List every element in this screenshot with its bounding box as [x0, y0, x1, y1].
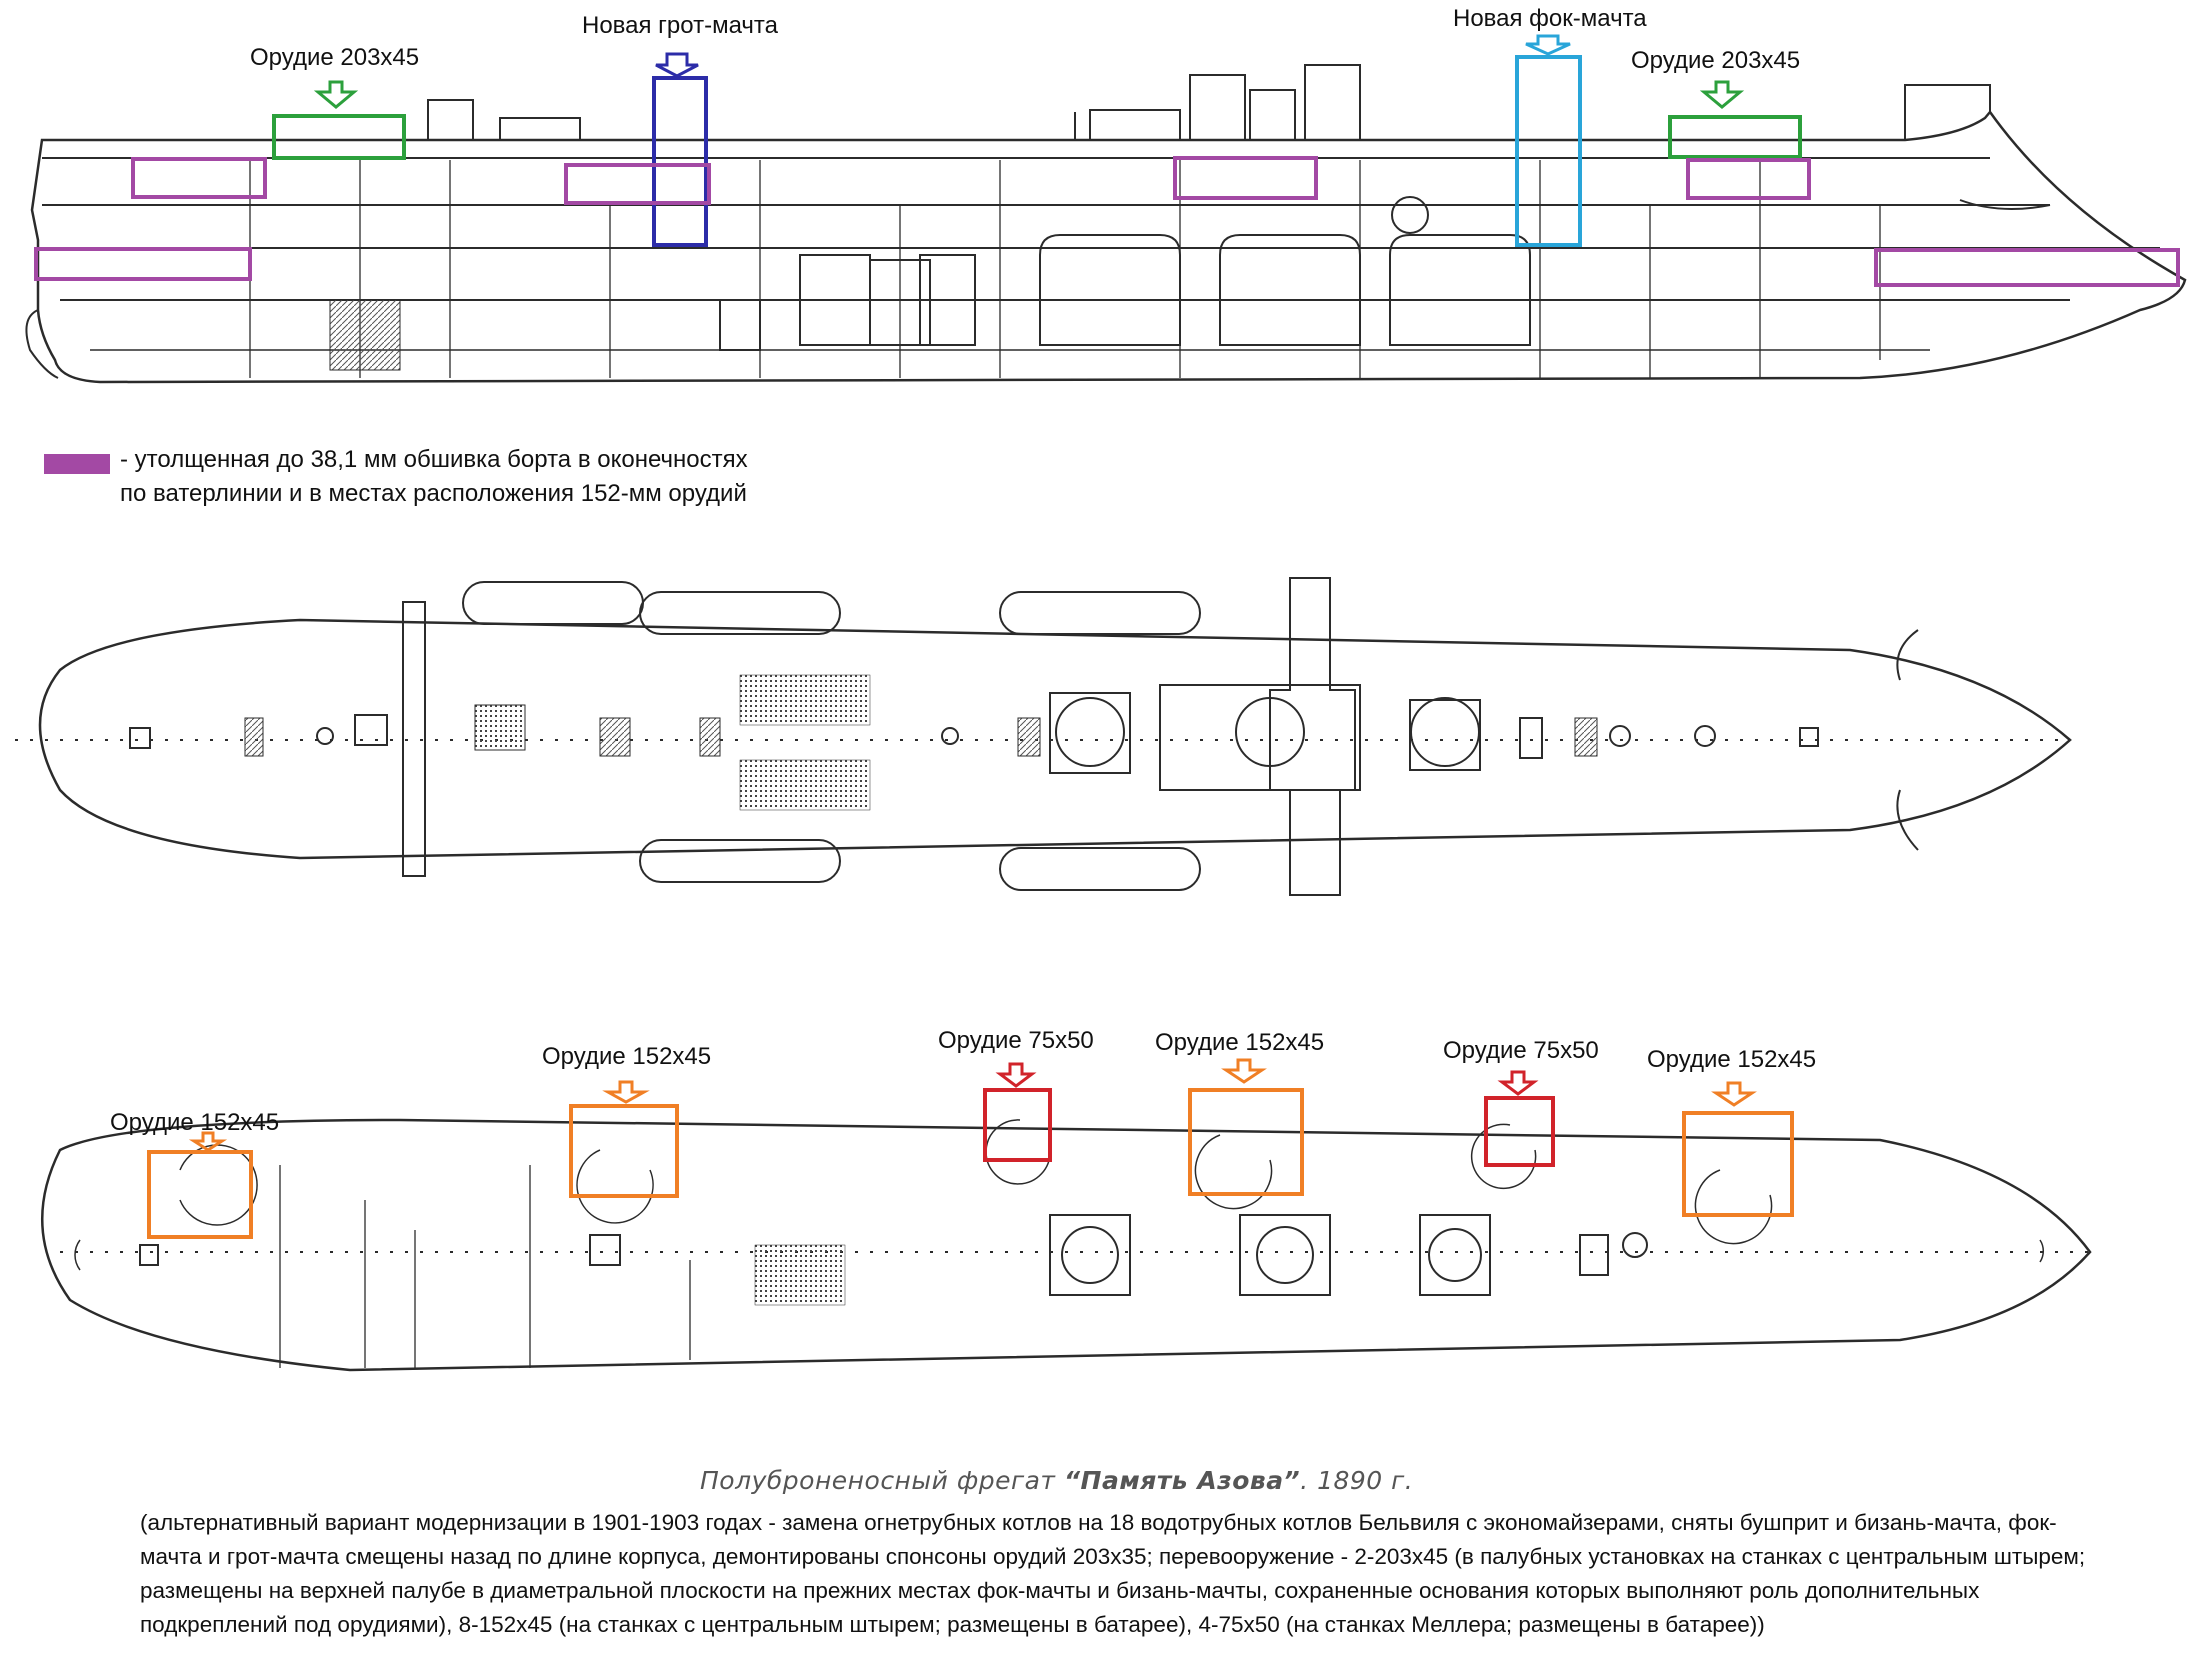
label-gun-152-2: Орудие 152х45	[542, 1043, 712, 1070]
label-main-mast: Новая грот-мачта	[582, 12, 778, 39]
title-prefix: Полуброненосный фрегат	[700, 1466, 1064, 1495]
label-fore-mast: Новая фок-мачта	[1453, 5, 1647, 32]
side-profile-view	[25, 64, 2187, 384]
gun-203-aft-marker	[272, 80, 406, 160]
title-year: . 1890 г.	[1300, 1466, 1414, 1495]
legend-text: - утолщенная до 38,1 мм обшивка борта в …	[120, 443, 748, 511]
legend-line-1: - утолщенная до 38,1 мм обшивка борта в …	[120, 446, 748, 473]
hull-plating-markers	[34, 156, 2180, 287]
legend-line-2: по ватерлинии и в местах расположения 15…	[120, 480, 747, 507]
battery-deck-plan	[40, 1118, 2092, 1372]
modernization-note: (альтернативный вариант модернизации в 1…	[140, 1510, 2086, 1637]
fore-mast-marker	[1515, 34, 1582, 247]
label-gun-75-2: Орудие 75х50	[1443, 1037, 1599, 1064]
label-gun-152-3: Орудие 152х45	[1155, 1029, 1325, 1056]
label-gun-152-1: Орудие 152х45	[110, 1109, 280, 1136]
gun-152-markers	[147, 1058, 1794, 1239]
label-gun-203-fwd: Орудие 203х45	[1631, 47, 1801, 74]
label-gun-203-aft: Орудие 203х45	[250, 44, 420, 71]
gun-203-fwd-marker	[1668, 80, 1802, 159]
legend-swatch	[44, 454, 110, 474]
label-gun-152-4: Орудие 152х45	[1647, 1046, 1817, 1073]
main-mast-marker	[652, 52, 708, 247]
drawing-title: Полуброненосный фрегат “Память Азова”. 1…	[700, 1466, 1413, 1495]
label-gun-75-1: Орудие 75х50	[938, 1027, 1094, 1054]
upper-deck-plan	[15, 577, 2072, 896]
gun-75-markers	[983, 1062, 1555, 1167]
title-ship-name: “Память Азова”	[1063, 1466, 1301, 1495]
